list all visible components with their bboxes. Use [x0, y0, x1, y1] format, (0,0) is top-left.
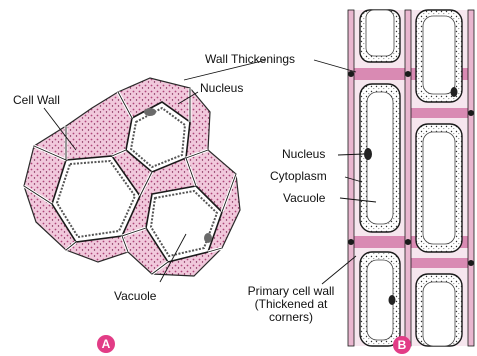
- label-nucleus-b: Nucleus: [282, 148, 325, 161]
- label-nucleus-a: Nucleus: [200, 82, 243, 95]
- label-cell-wall: Cell Wall: [13, 94, 60, 107]
- nucleus-blob: [144, 108, 156, 116]
- label-vacuole-a: Vacuole: [114, 290, 156, 303]
- badge-figure-a: A: [97, 335, 115, 353]
- label-vacuole-b: Vacuole: [283, 192, 325, 205]
- badge-figure-b: B: [393, 336, 411, 354]
- label-wall-thickenings: Wall Thickenings: [205, 53, 295, 66]
- label-primary-cell-wall: Primary cell wall (Thickened at corners): [232, 285, 350, 324]
- label-cytoplasm: Cytoplasm: [270, 170, 327, 183]
